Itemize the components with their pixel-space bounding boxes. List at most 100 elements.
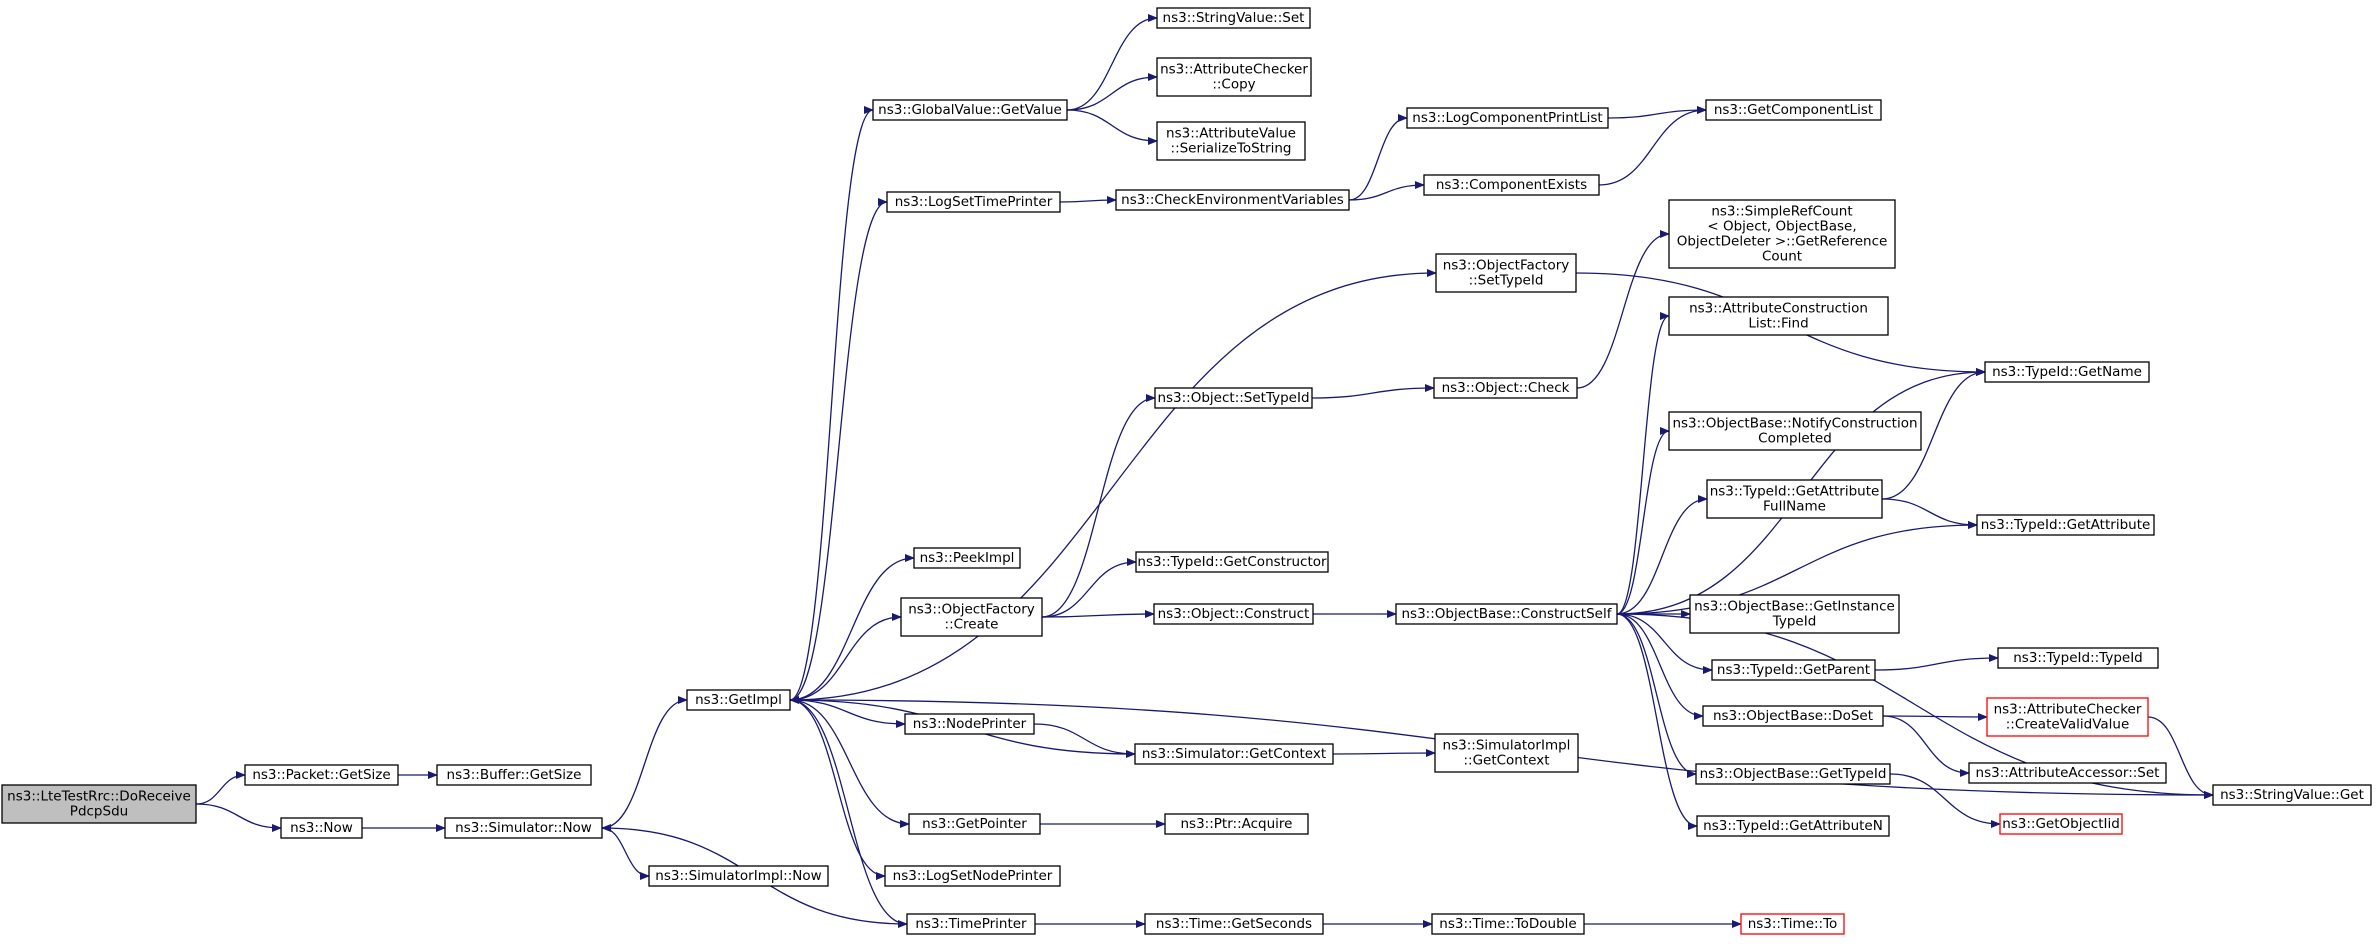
node-typeid-getattr[interactable]: ns3::TypeId::GetAttribute — [1976, 514, 2155, 536]
node-box[interactable] — [280, 817, 363, 839]
node-time-to[interactable]: ns3::Time::To — [1740, 913, 1845, 935]
node-timeprinter[interactable]: ns3::TimePrinter — [906, 913, 1036, 935]
node-time-getseconds[interactable]: ns3::Time::GetSeconds — [1144, 913, 1324, 935]
node-attrval-ser[interactable]: ns3::AttributeValue::SerializeToString — [1156, 121, 1306, 161]
node-simimpl-getcontext[interactable]: ns3::SimulatorImpl::GetContext — [1434, 733, 1579, 773]
node-getpointer[interactable]: ns3::GetPointer — [908, 813, 1041, 835]
node-buf-getsize[interactable]: ns3::Buffer::GetSize — [436, 764, 592, 786]
node-box[interactable] — [1423, 174, 1600, 196]
node-box[interactable] — [906, 913, 1036, 935]
node-simimpl-now[interactable]: ns3::SimulatorImpl::Now — [648, 865, 829, 887]
node-box[interactable] — [913, 547, 1021, 569]
node-box[interactable] — [1702, 705, 1884, 727]
node-box[interactable] — [1431, 913, 1585, 935]
node-box[interactable] — [1689, 594, 1900, 634]
node-typeid-getattrn[interactable]: ns3::TypeId::GetAttributeN — [1696, 815, 1890, 837]
node-box[interactable] — [1695, 763, 1891, 785]
node-box[interactable] — [872, 99, 1068, 121]
node-box[interactable] — [1984, 361, 2150, 383]
node-obj-settypeid[interactable]: ns3::Object::SetTypeId — [1154, 387, 1313, 409]
node-of-create[interactable]: ns3::ObjectFactory::Create — [900, 597, 1043, 637]
node-logsetnodeprinter[interactable]: ns3::LogSetNodePrinter — [884, 865, 1061, 887]
node-strval-set[interactable]: ns3::StringValue::Set — [1156, 7, 1311, 29]
node-sim-getcontext[interactable]: ns3::Simulator::GetContext — [1134, 743, 1334, 765]
node-box[interactable] — [1434, 733, 1579, 773]
node-gv-getvalue[interactable]: ns3::GlobalValue::GetValue — [872, 99, 1068, 121]
node-attracc-set[interactable]: ns3::AttributeAccessor::Set — [1968, 762, 2167, 784]
node-getobjectiid[interactable]: ns3::GetObjectIid — [1999, 813, 2123, 835]
node-box[interactable] — [1156, 7, 1311, 29]
node-logcompprint[interactable]: ns3::LogComponentPrintList — [1406, 107, 1609, 129]
node-box[interactable] — [1156, 57, 1312, 97]
node-box[interactable] — [1156, 121, 1306, 161]
node-box[interactable] — [900, 597, 1043, 637]
node-box[interactable] — [1153, 603, 1314, 625]
node-time-todouble[interactable]: ns3::Time::ToDouble — [1431, 913, 1585, 935]
node-box[interactable] — [1968, 762, 2167, 784]
node-box[interactable] — [1705, 99, 1882, 121]
node-box[interactable] — [1711, 659, 1876, 681]
node-box[interactable] — [886, 191, 1061, 213]
node-ob-notify[interactable]: ns3::ObjectBase::NotifyConstructionCompl… — [1668, 411, 1922, 451]
node-pkt-getsize[interactable]: ns3::Packet::GetSize — [244, 764, 399, 786]
node-box[interactable] — [1997, 647, 2159, 669]
node-box[interactable] — [686, 689, 791, 711]
node-ptr-acquire[interactable]: ns3::Ptr::Acquire — [1164, 813, 1309, 835]
node-checkenv[interactable]: ns3::CheckEnvironmentVariables — [1115, 189, 1350, 211]
node-box[interactable] — [884, 865, 1061, 887]
node-box[interactable] — [908, 813, 1041, 835]
node-getcomplist[interactable]: ns3::GetComponentList — [1705, 99, 1882, 121]
node-box[interactable] — [1668, 199, 1896, 269]
node-typeid-typeid[interactable]: ns3::TypeId::TypeId — [1997, 647, 2159, 669]
node-nodeprinter[interactable]: ns3::NodePrinter — [904, 713, 1035, 735]
node-box[interactable] — [1668, 411, 1922, 451]
node-box[interactable] — [244, 764, 399, 786]
node-box[interactable] — [1986, 697, 2149, 737]
node-typeid-getconstr[interactable]: ns3::TypeId::GetConstructor — [1135, 551, 1329, 573]
node-box[interactable] — [1999, 813, 2123, 835]
node-box[interactable] — [436, 764, 592, 786]
node-box[interactable] — [444, 817, 603, 839]
node-box[interactable] — [1706, 479, 1883, 519]
node-box[interactable] — [1134, 743, 1334, 765]
node-box[interactable] — [2212, 784, 2372, 806]
node-attrchk-createvalid[interactable]: ns3::AttributeChecker::CreateValidValue — [1986, 697, 2149, 737]
node-box[interactable] — [904, 713, 1035, 735]
node-obj-construct[interactable]: ns3::Object::Construct — [1153, 603, 1314, 625]
node-sim-now[interactable]: ns3::Simulator::Now — [444, 817, 603, 839]
node-box[interactable] — [1135, 551, 1329, 573]
node-box[interactable] — [1, 784, 197, 824]
node-compexists[interactable]: ns3::ComponentExists — [1423, 174, 1600, 196]
node-typeid-getparent[interactable]: ns3::TypeId::GetParent — [1711, 659, 1876, 681]
node-box[interactable] — [1144, 913, 1324, 935]
node-attrchk-copy[interactable]: ns3::AttributeChecker::Copy — [1156, 57, 1312, 97]
node-typeid-getname[interactable]: ns3::TypeId::GetName — [1984, 361, 2150, 383]
node-ob-gettypeid[interactable]: ns3::ObjectBase::GetTypeId — [1695, 763, 1891, 785]
node-getimpl[interactable]: ns3::GetImpl — [686, 689, 791, 711]
node-now[interactable]: ns3::Now — [280, 817, 363, 839]
node-box[interactable] — [648, 865, 829, 887]
node-box[interactable] — [1740, 913, 1845, 935]
node-box[interactable] — [1696, 815, 1890, 837]
node-box[interactable] — [1668, 296, 1889, 336]
node-box[interactable] — [1433, 377, 1578, 399]
node-box[interactable] — [1435, 253, 1577, 293]
node-ob-constructself[interactable]: ns3::ObjectBase::ConstructSelf — [1395, 603, 1618, 625]
node-ob-doset[interactable]: ns3::ObjectBase::DoSet — [1702, 705, 1884, 727]
node-box[interactable] — [1164, 813, 1309, 835]
node-box[interactable] — [1406, 107, 1609, 129]
node-box[interactable] — [1976, 514, 2155, 536]
node-obj-check[interactable]: ns3::Object::Check — [1433, 377, 1578, 399]
node-strval-get[interactable]: ns3::StringValue::Get — [2212, 784, 2372, 806]
node-box[interactable] — [1115, 189, 1350, 211]
node-logsettimeprinter[interactable]: ns3::LogSetTimePrinter — [886, 191, 1061, 213]
node-of-settypeid[interactable]: ns3::ObjectFactory::SetTypeId — [1435, 253, 1577, 293]
node-peekimpl[interactable]: ns3::PeekImpl — [913, 547, 1021, 569]
node-box[interactable] — [1395, 603, 1618, 625]
node-box[interactable] — [1154, 387, 1313, 409]
node-simplerefcount[interactable]: ns3::SimpleRefCount< Object, ObjectBase,… — [1668, 199, 1896, 269]
